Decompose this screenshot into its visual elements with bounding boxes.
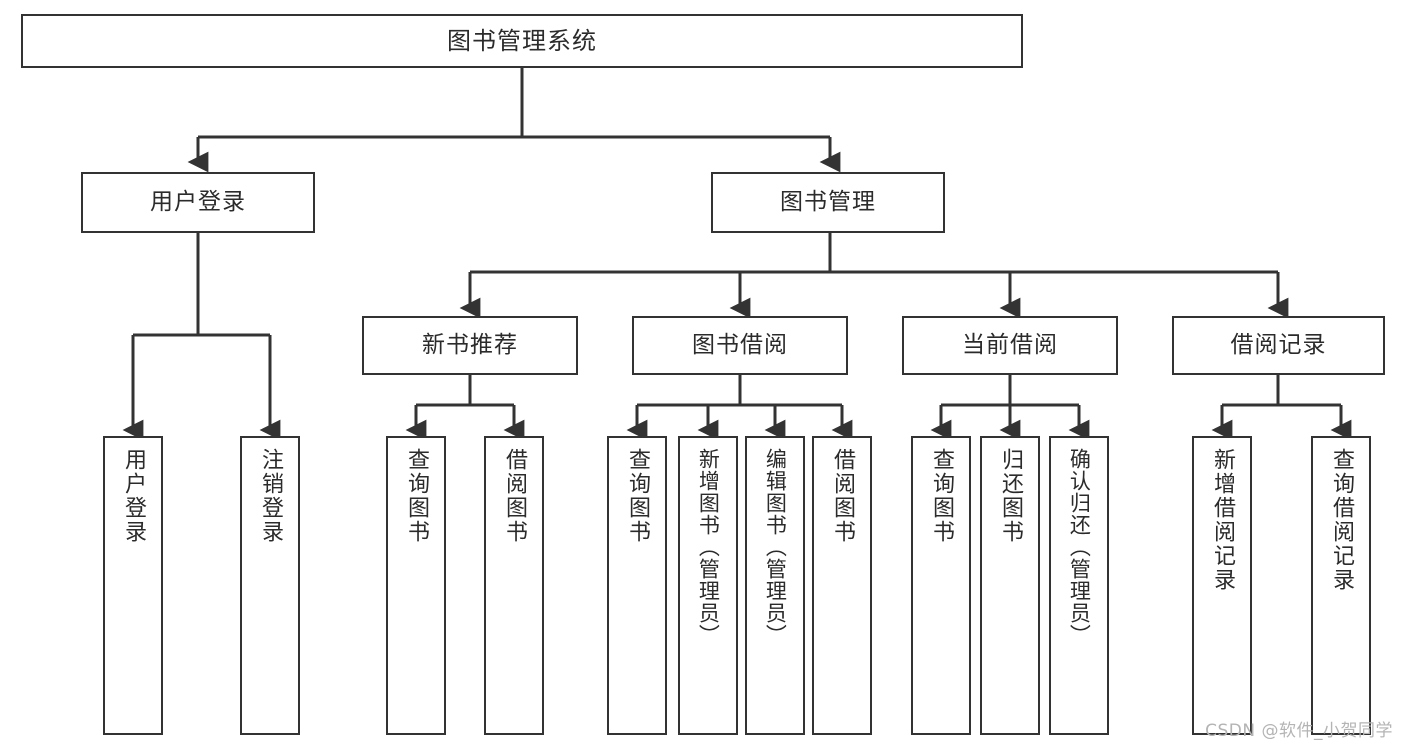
node-label: 确认归还（管理员） (1067, 448, 1092, 646)
leaf-record-query-record[interactable]: 查询借阅记录 (1311, 436, 1371, 735)
node-label: 借阅图书 (501, 448, 527, 544)
leaf-recommend-borrow-book[interactable]: 借阅图书 (484, 436, 544, 735)
node-label: 用户登录 (120, 448, 146, 544)
leaf-record-add-record[interactable]: 新增借阅记录 (1192, 436, 1252, 735)
leaf-current-query-book[interactable]: 查询图书 (911, 436, 971, 735)
node-label: 注销登录 (257, 448, 283, 544)
leaf-borrow-borrow-book[interactable]: 借阅图书 (812, 436, 872, 735)
node-new-book-recommend[interactable]: 新书推荐 (362, 316, 578, 375)
node-root-system[interactable]: 图书管理系统 (21, 14, 1023, 68)
node-label: 查询图书 (403, 448, 429, 544)
leaf-user-login-logout[interactable]: 注销登录 (240, 436, 300, 735)
node-label: 图书管理系统 (447, 26, 597, 55)
leaf-borrow-add-book-admin[interactable]: 新增图书（管理员） (678, 436, 738, 735)
node-label: 图书管理 (780, 188, 876, 215)
leaf-current-return-book[interactable]: 归还图书 (980, 436, 1040, 735)
node-book-borrow[interactable]: 图书借阅 (632, 316, 848, 375)
node-label: 编辑图书（管理员） (763, 448, 788, 646)
leaf-recommend-query-book[interactable]: 查询图书 (386, 436, 446, 735)
node-label: 图书借阅 (692, 331, 788, 358)
node-label: 用户登录 (150, 188, 246, 215)
node-label: 新增图书（管理员） (696, 448, 721, 646)
leaf-borrow-edit-book-admin[interactable]: 编辑图书（管理员） (745, 436, 805, 735)
node-label: 查询图书 (624, 448, 650, 544)
node-label: 查询借阅记录 (1328, 448, 1354, 592)
node-user-login[interactable]: 用户登录 (81, 172, 315, 233)
node-label: 新书推荐 (422, 331, 518, 358)
node-book-management[interactable]: 图书管理 (711, 172, 945, 233)
node-label: 查询图书 (928, 448, 954, 544)
node-label: 借阅图书 (829, 448, 855, 544)
node-label: 归还图书 (997, 448, 1023, 544)
node-label: 新增借阅记录 (1209, 448, 1235, 592)
leaf-user-login-login[interactable]: 用户登录 (103, 436, 163, 735)
node-label: 借阅记录 (1230, 331, 1327, 358)
node-label: 当前借阅 (962, 331, 1058, 358)
node-current-borrow[interactable]: 当前借阅 (902, 316, 1118, 375)
leaf-borrow-query-book[interactable]: 查询图书 (607, 436, 667, 735)
node-borrow-record[interactable]: 借阅记录 (1172, 316, 1385, 375)
watermark-text: CSDN @软件_小贺同学 (1205, 721, 1393, 741)
leaf-current-confirm-return-admin[interactable]: 确认归还（管理员） (1049, 436, 1109, 735)
